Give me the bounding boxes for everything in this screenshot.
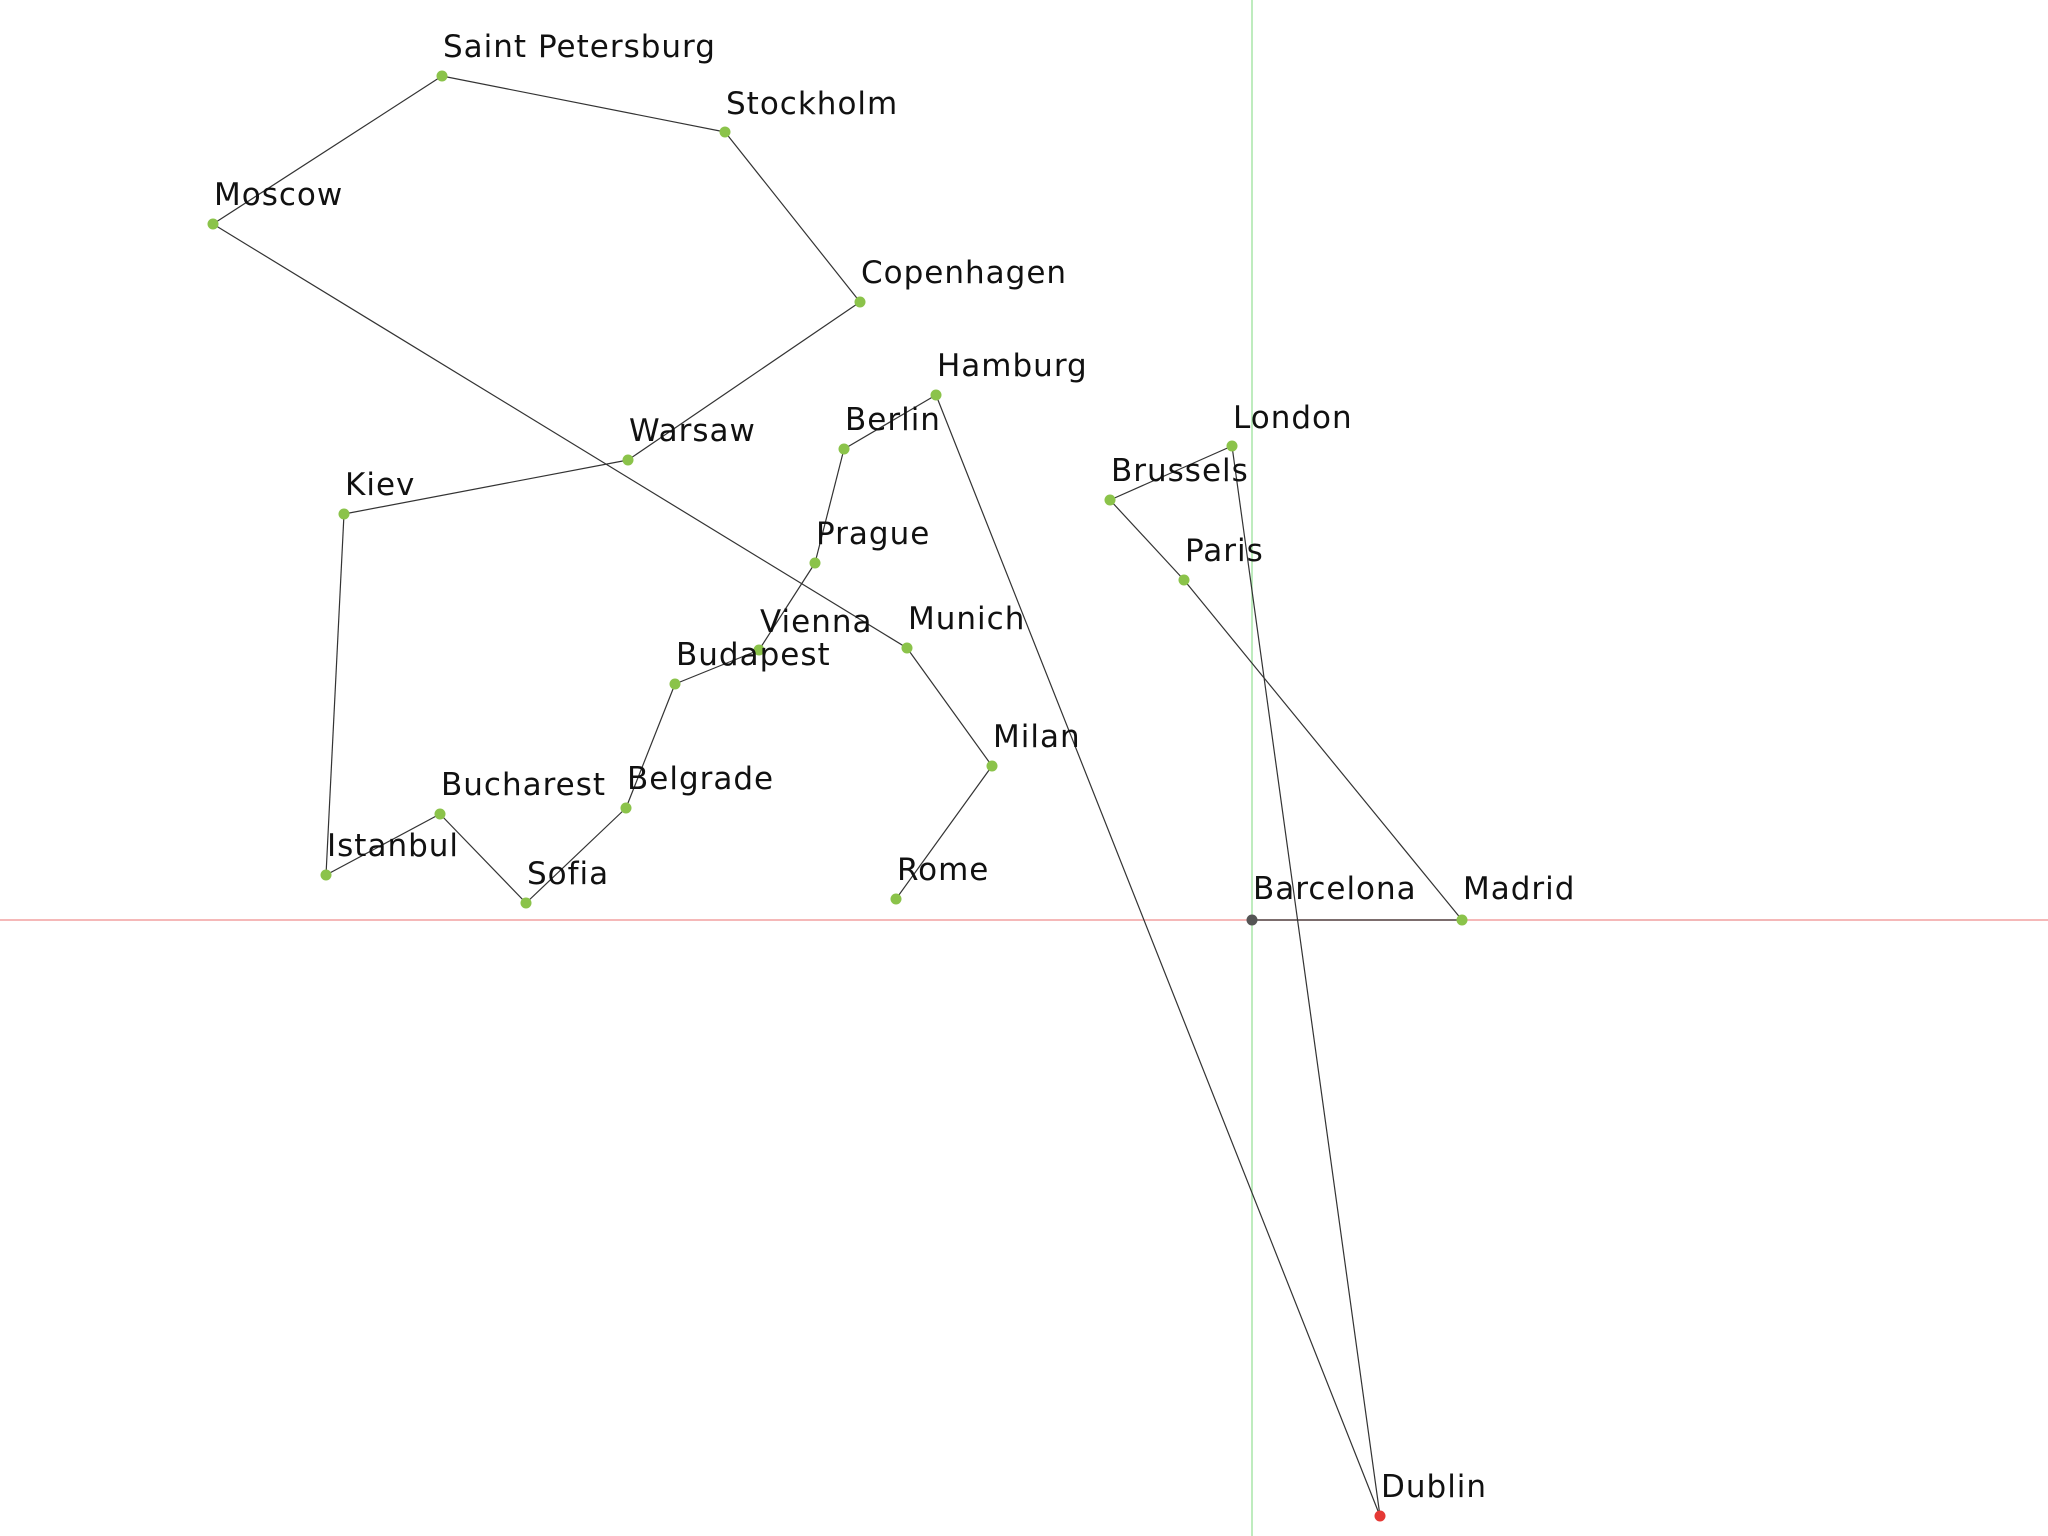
- route-segment-stockholm-to-saint-petersburg: [441, 75, 726, 133]
- route-segment-istanbul-to-kiev: [325, 513, 345, 876]
- city-label-munich: Munich: [908, 601, 1025, 637]
- route-segment-bucharest-to-istanbul: [325, 813, 441, 876]
- route-segment-kiev-to-warsaw: [343, 459, 629, 515]
- city-point-moscow[interactable]: [207, 218, 219, 230]
- city-point-budapest[interactable]: [669, 678, 681, 690]
- city-point-hamburg[interactable]: [930, 389, 942, 401]
- city-point-kiev[interactable]: [338, 508, 350, 520]
- route-segment-paris-to-brussels: [1109, 499, 1185, 581]
- city-label-kiev: Kiev: [345, 467, 415, 503]
- city-label-paris: Paris: [1185, 533, 1264, 569]
- city-label-london: London: [1233, 400, 1353, 436]
- city-label-istanbul: Istanbul: [327, 828, 459, 864]
- route-segment-munich-to-milan: [906, 647, 993, 767]
- route-segment-london-to-dublin: [1231, 445, 1381, 1517]
- city-point-bucharest[interactable]: [434, 808, 446, 820]
- city-point-rome[interactable]: [890, 893, 902, 905]
- city-label-dublin: Dublin: [1381, 1469, 1487, 1505]
- city-point-berlin[interactable]: [838, 443, 850, 455]
- city-label-madrid: Madrid: [1463, 871, 1575, 907]
- city-points: [207, 70, 1468, 1522]
- route-lines: [212, 75, 1463, 1517]
- route-segment-brussels-to-london: [1109, 445, 1233, 501]
- city-label-copenhagen: Copenhagen: [861, 255, 1067, 291]
- city-point-sofia[interactable]: [520, 897, 532, 909]
- city-label-brussels: Brussels: [1111, 453, 1249, 489]
- route-segment-vienna-to-budapest: [674, 649, 760, 685]
- city-label-budapest: Budapest: [676, 637, 831, 673]
- city-point-munich[interactable]: [901, 642, 913, 654]
- city-point-copenhagen[interactable]: [854, 296, 866, 308]
- city-point-stockholm[interactable]: [719, 126, 731, 138]
- city-label-bucharest: Bucharest: [441, 767, 606, 803]
- route-segment-madrid-to-paris: [1183, 579, 1463, 921]
- city-point-belgrade[interactable]: [620, 802, 632, 814]
- city-label-warsaw: Warsaw: [629, 413, 756, 449]
- city-label-moscow: Moscow: [214, 177, 343, 213]
- city-point-barcelona[interactable]: [1246, 914, 1258, 926]
- route-segment-warsaw-to-copenhagen: [627, 301, 861, 461]
- route-segment-dublin-to-hamburg: [935, 394, 1381, 1517]
- city-label-berlin: Berlin: [845, 402, 941, 438]
- city-label-sofia: Sofia: [527, 856, 609, 892]
- city-label-prague: Prague: [816, 516, 930, 552]
- route-segment-prague-to-vienna: [758, 562, 816, 651]
- city-point-london[interactable]: [1226, 440, 1238, 452]
- city-point-vienna[interactable]: [753, 644, 765, 656]
- city-point-milan[interactable]: [986, 760, 998, 772]
- route-segment-milan-to-rome: [895, 765, 993, 900]
- city-point-madrid[interactable]: [1456, 914, 1468, 926]
- route-segment-saint-petersburg-to-moscow: [212, 75, 443, 225]
- city-point-warsaw[interactable]: [622, 454, 634, 466]
- city-point-brussels[interactable]: [1104, 494, 1116, 506]
- city-label-saint-petersburg: Saint Petersburg: [443, 29, 716, 65]
- route-segment-moscow-to-munich: [212, 223, 908, 649]
- city-label-milan: Milan: [993, 719, 1081, 755]
- city-label-belgrade: Belgrade: [627, 761, 774, 797]
- route-segment-copenhagen-to-stockholm: [724, 131, 861, 303]
- city-label-rome: Rome: [897, 852, 989, 888]
- city-point-paris[interactable]: [1178, 574, 1190, 586]
- route-segment-berlin-to-prague: [814, 448, 845, 564]
- route-segment-budapest-to-belgrade: [625, 683, 676, 809]
- city-point-dublin[interactable]: [1374, 1510, 1386, 1522]
- city-labels: Barcelona Madrid Paris Brussels LondonDublin…: [214, 29, 1575, 1505]
- city-label-vienna: Vienna: [760, 604, 873, 640]
- city-point-saint-petersburg[interactable]: [436, 70, 448, 82]
- route-segment-hamburg-to-berlin: [843, 394, 937, 450]
- route-segment-sofia-to-bucharest: [439, 813, 527, 904]
- city-label-barcelona: Barcelona: [1253, 871, 1417, 907]
- city-label-stockholm: Stockholm: [726, 86, 898, 122]
- city-label-hamburg: Hamburg: [937, 348, 1088, 384]
- city-point-prague[interactable]: [809, 557, 821, 569]
- city-point-istanbul[interactable]: [320, 869, 332, 881]
- route-segment-belgrade-to-sofia: [525, 807, 627, 904]
